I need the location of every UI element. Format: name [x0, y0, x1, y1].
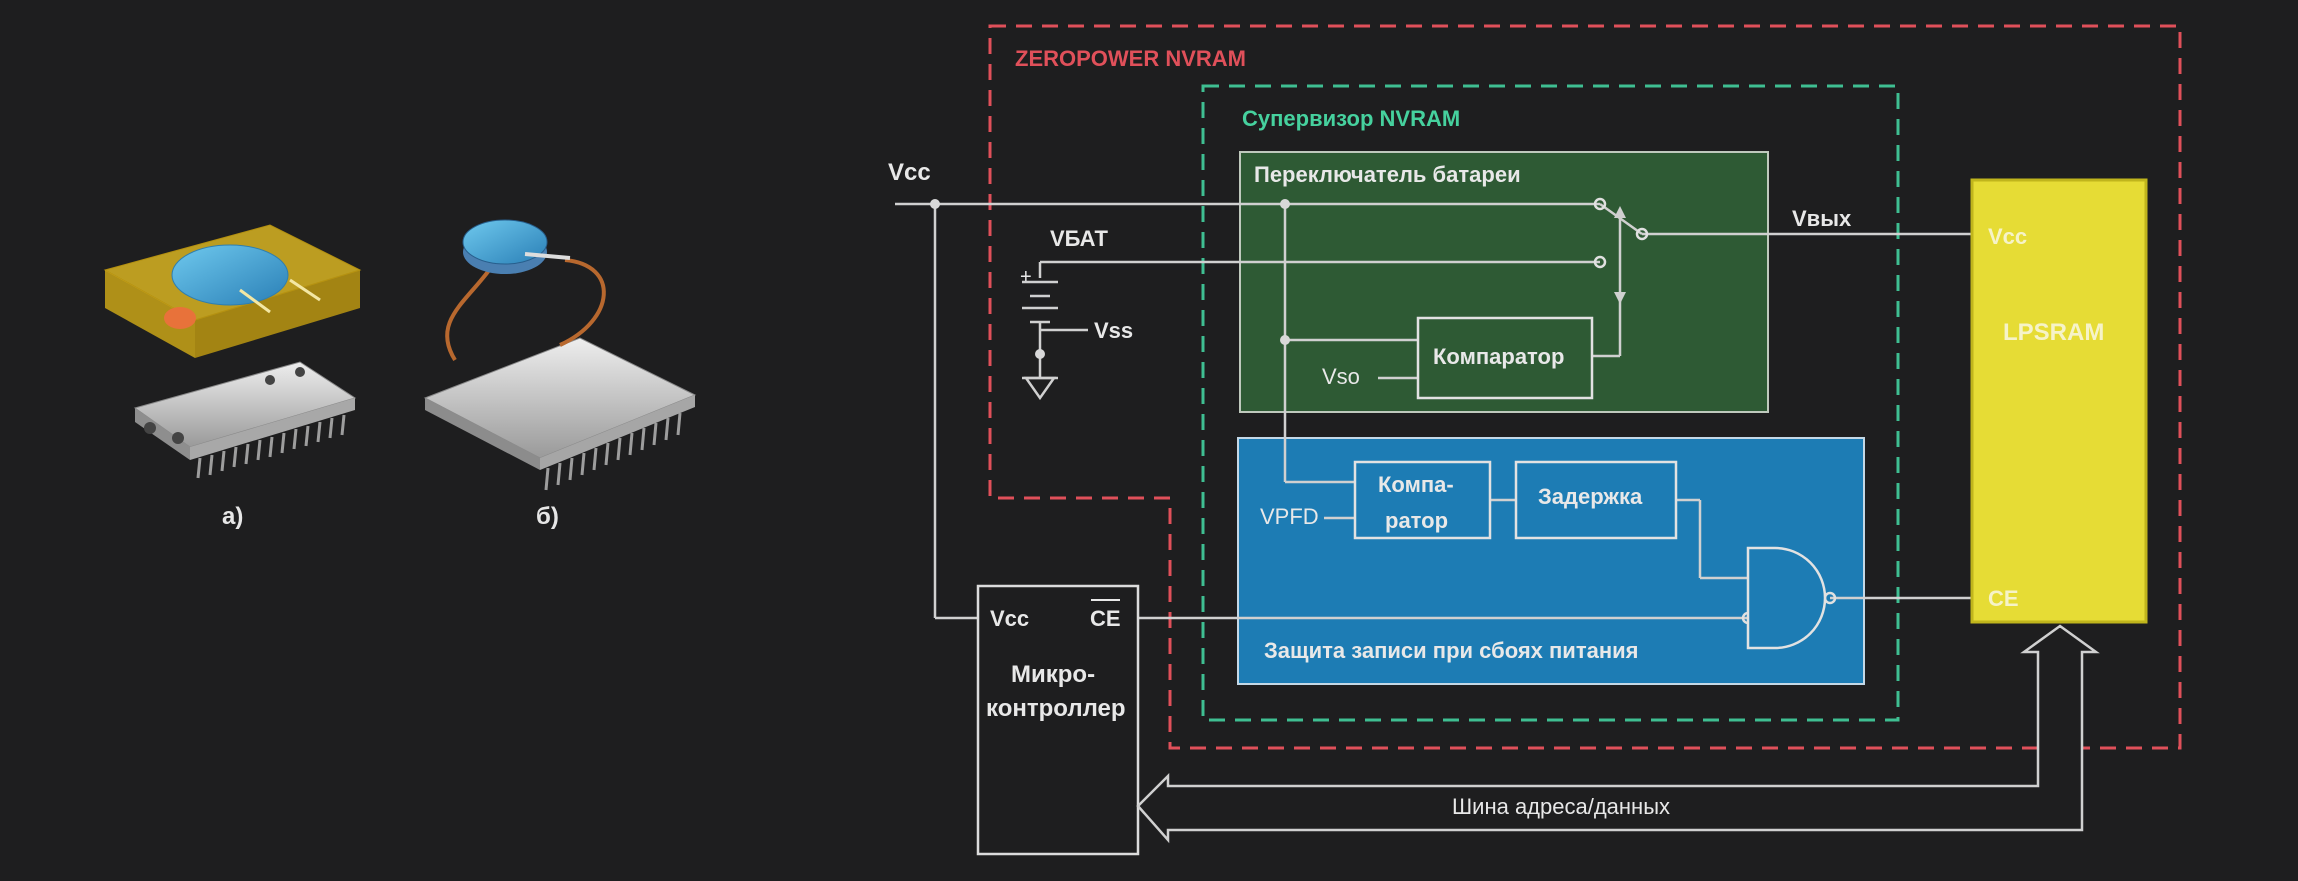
mcu-line2: контроллер	[986, 695, 1126, 722]
vbat-label: VБАТ	[1050, 226, 1108, 251]
comparator-box	[1416, 316, 1594, 400]
vpfd-label: VPFD	[1260, 504, 1319, 529]
comparator2-line1: Компа-	[1378, 472, 1454, 497]
mcu-vcc-label: Vcc	[990, 606, 1029, 631]
battery-switch-title: Переключатель батареи	[1254, 162, 1521, 187]
vcc-input-label: Vcc	[888, 159, 931, 186]
mcu-line1: Микро-	[1011, 661, 1095, 688]
address-data-bus	[1136, 624, 2100, 844]
comparator2-box	[1353, 460, 1492, 540]
zeropower-nvram-title: ZEROPOWER NVRAM	[1015, 46, 1246, 71]
microcontroller-block	[976, 584, 1140, 856]
package-illustration-a	[103, 224, 362, 479]
switch-arrows	[1614, 206, 1626, 304]
sram-title: LPSRAM	[2003, 319, 2104, 346]
junction-dots	[930, 199, 1290, 359]
zeropower-nvram-boundary	[988, 24, 2182, 750]
vss-label: Vss	[1094, 318, 1133, 343]
and-gate	[1746, 546, 1827, 650]
bus-label: Шина адреса/данных	[1452, 794, 1670, 819]
delay-label: Задержка	[1538, 484, 1643, 509]
lpsram-block	[1970, 178, 2148, 624]
caption-b: б)	[536, 503, 559, 530]
comparator-label: Компаратор	[1433, 344, 1564, 369]
delay-box	[1514, 460, 1678, 540]
vso-label: Vso	[1322, 364, 1360, 389]
vout-label: Vвых	[1792, 206, 1852, 231]
sram-vcc-label: Vcc	[1988, 224, 2027, 249]
mcu-ce-label: CE	[1090, 606, 1121, 631]
comparator2-line2: ратор	[1385, 508, 1448, 533]
supervisor-title: Супервизор NVRAM	[1242, 106, 1460, 131]
battery-plus: +	[1020, 266, 1032, 288]
package-illustration-b	[423, 219, 697, 491]
caption-a: а)	[222, 503, 243, 530]
supervisor-boundary	[1201, 84, 1900, 722]
write-protect-title: Защита записи при сбоях питания	[1264, 638, 1639, 663]
sram-ce-label: CE	[1988, 586, 2019, 611]
